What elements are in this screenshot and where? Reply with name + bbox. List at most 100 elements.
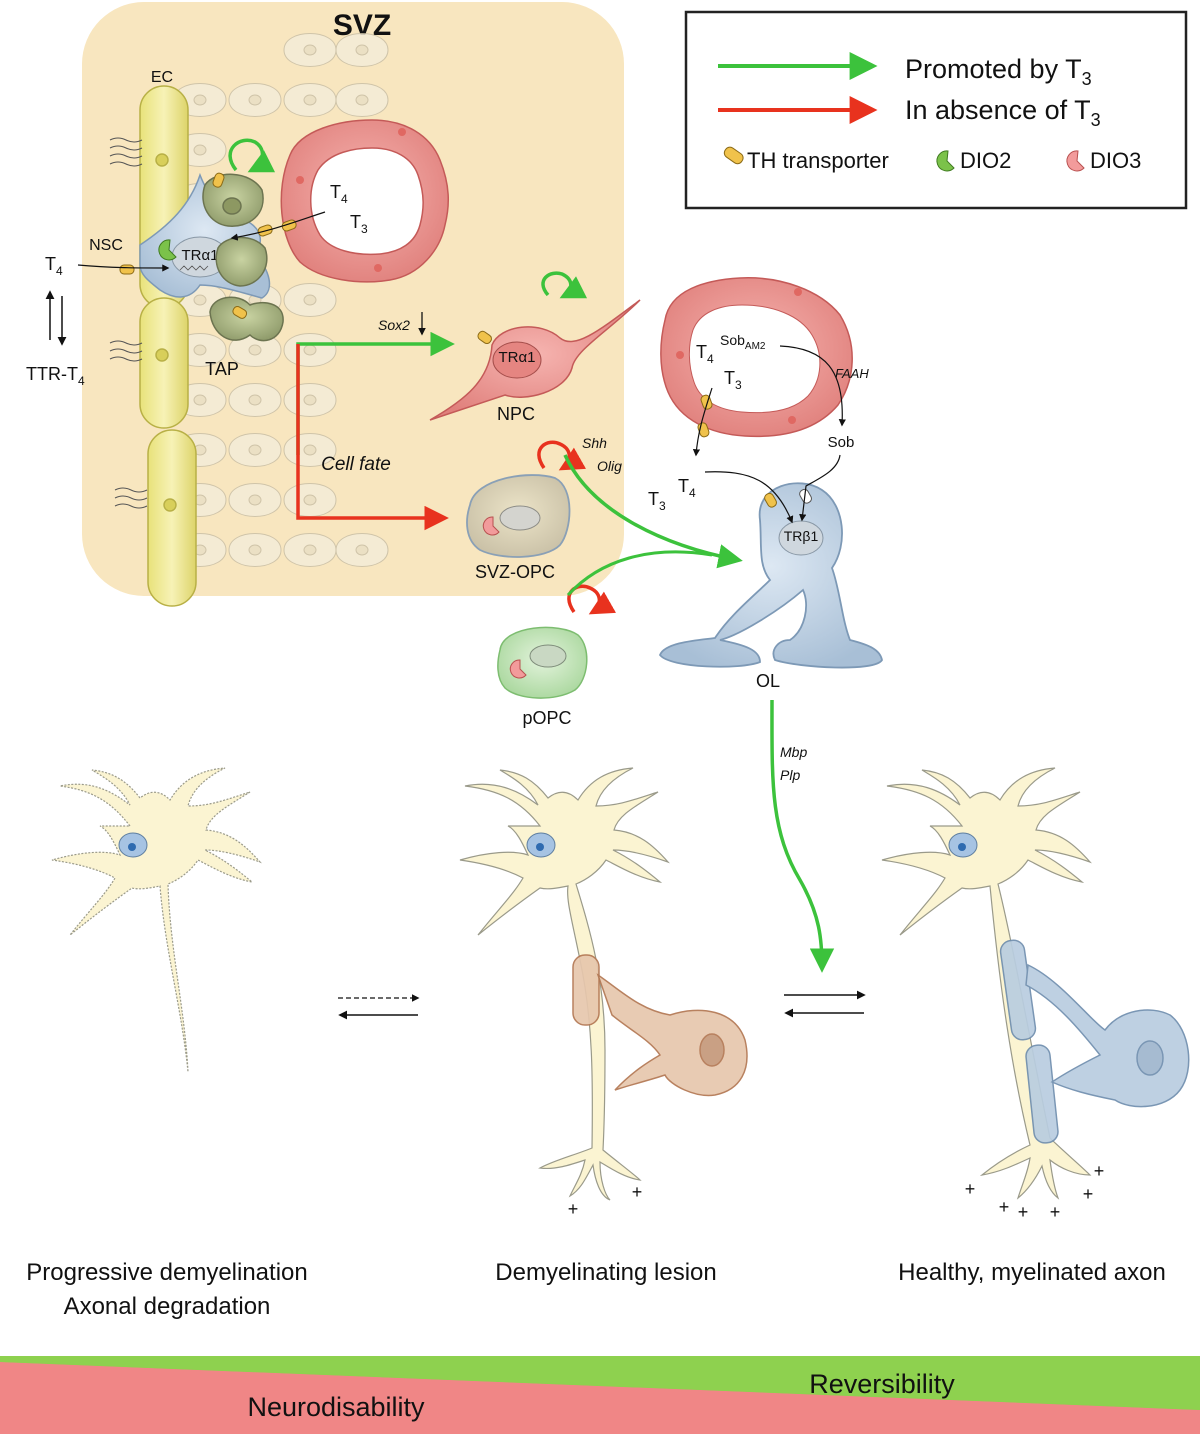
cilia <box>109 137 148 509</box>
ol-cell: TRβ1 T3 T4 OL <box>648 454 883 691</box>
svg-text:+: + <box>1094 1161 1105 1181</box>
background-cell-nucleus <box>355 94 369 106</box>
equilibrium-right <box>784 990 866 1018</box>
background-cell-nucleus <box>355 544 369 556</box>
svg-text:+: + <box>632 1182 643 1202</box>
npc-label: NPC <box>497 404 535 424</box>
myelination-arrow <box>770 699 835 973</box>
background-cell-nucleus <box>303 44 317 56</box>
caption-lesion: Demyelinating lesion <box>495 1259 716 1286</box>
neuron-healthy <box>881 767 1092 1200</box>
background-cell-nucleus <box>303 444 317 456</box>
plp-label: Plp <box>780 767 800 783</box>
background-cell-nucleus <box>303 294 317 306</box>
svz-opc-label: SVZ-OPC <box>475 562 555 582</box>
popc-proliferation-arrow <box>567 584 617 615</box>
caption-axonal: Axonal degradation <box>64 1293 271 1320</box>
legend-dio2-label: DIO2 <box>960 148 1011 173</box>
svz-t4-label: T4 <box>330 182 348 206</box>
caption-progressive: Progressive demyelination <box>26 1259 307 1286</box>
damaged-oligodendrocyte <box>572 954 748 1097</box>
ec-label: EC <box>151 69 173 86</box>
reversibility-label: Reversibility <box>809 1369 955 1399</box>
nsc-tra1-label: TRα1 <box>181 247 218 264</box>
background-cell-nucleus <box>248 344 262 356</box>
equilibrium-left <box>338 994 420 1020</box>
reversibility-bar: Neurodisability Reversibility <box>0 1356 1200 1434</box>
background-cell-nucleus <box>355 44 369 56</box>
background-cell-nucleus <box>248 494 262 506</box>
background-cell-nucleus <box>303 494 317 506</box>
legend-absence-label: In absence of T3 <box>905 95 1101 130</box>
ol-t3-label: T3 <box>648 489 666 513</box>
dio2-icon <box>158 239 177 261</box>
blood-vessel-ol: SobAM2 T4 T3 FAAH Sob <box>660 277 869 457</box>
synapse-plus-signs: + + + + + + + + <box>568 1161 1105 1222</box>
neurodisability-label: Neurodisability <box>247 1392 425 1422</box>
cell-fate-arrow-red <box>296 344 449 531</box>
legend-dio3-label: DIO3 <box>1090 148 1141 173</box>
npc-proliferation-arrow <box>541 271 588 299</box>
svg-text:+: + <box>1018 1202 1029 1222</box>
background-cell-nucleus <box>303 394 317 406</box>
background-cell-nucleus <box>248 94 262 106</box>
caption-healthy: Healthy, myelinated axon <box>898 1259 1166 1286</box>
background-cell-nucleus <box>193 94 207 106</box>
background-cell-nucleus <box>193 344 207 356</box>
svz-opc-cell: SVZ-OPC Shh Olig <box>466 435 622 582</box>
background-cell-nucleus <box>303 344 317 356</box>
popc-cell: pOPC <box>497 584 617 728</box>
background-cell-nucleus <box>248 444 262 456</box>
background-cell-nucleus <box>193 144 207 156</box>
npc-transporter <box>477 330 492 345</box>
ttr-t4-label: TTR-T4 <box>26 364 85 388</box>
background-cell-nucleus <box>248 544 262 556</box>
olig-label: Olig <box>597 458 622 474</box>
svg-text:+: + <box>965 1179 976 1199</box>
myelinating-oligodendrocyte <box>999 939 1190 1144</box>
sob-to-ol-arrow <box>799 454 841 522</box>
t4-entry-arrow <box>77 264 170 272</box>
shh-label: Shh <box>582 435 607 451</box>
vessel2-t3-label: T3 <box>724 368 742 392</box>
svg-text:+: + <box>999 1197 1010 1217</box>
legend-dio3-icon <box>1066 150 1085 172</box>
svg-text:+: + <box>568 1199 579 1219</box>
ol-label: OL <box>756 671 780 691</box>
ependymal-cells <box>139 85 197 607</box>
t3-exit-arrow <box>692 387 713 457</box>
faah-arrow <box>779 345 846 427</box>
npc-cell: TRα1 NPC <box>429 271 641 424</box>
background-cell-nucleus <box>303 94 317 106</box>
neuron-degenerating <box>51 767 262 1073</box>
legend-dio2-icon <box>936 150 955 172</box>
cell-fate-label: Cell fate <box>321 454 391 475</box>
legend-promoted-label: Promoted by T3 <box>905 54 1092 89</box>
background-cell-nucleus <box>303 544 317 556</box>
popc-to-ol-arrow <box>566 550 713 597</box>
tap-label: TAP <box>205 359 239 379</box>
sox2-label: Sox2 <box>378 317 410 333</box>
popc-label: pOPC <box>522 708 571 728</box>
ol-t4-label: T4 <box>678 476 696 500</box>
sob-am2-label: SobAM2 <box>720 332 766 352</box>
proliferation-arrow-green <box>228 138 276 173</box>
background-cell-nucleus <box>193 394 207 406</box>
npc-tra1-label: TRα1 <box>498 349 535 366</box>
background-cell-nucleus <box>193 294 207 306</box>
mbp-label: Mbp <box>780 744 807 760</box>
legend-transporter-label: TH transporter <box>747 148 889 173</box>
sob-label: Sob <box>828 434 855 451</box>
svz-t3-label: T3 <box>350 212 368 236</box>
svg-text:+: + <box>1050 1202 1061 1222</box>
ol-trb1-label: TRβ1 <box>784 528 819 544</box>
neuron-lesion <box>459 767 670 1201</box>
t4-to-ol-arrow <box>704 471 794 524</box>
legend: Promoted by T3 In absence of T3 TH trans… <box>684 10 1188 210</box>
t3-entry-arrow <box>230 211 326 241</box>
svz-panel: SVZ EC TRα1 NSC <box>26 2 624 607</box>
nsc-label: NSC <box>89 237 123 254</box>
th-transporter-icon <box>723 146 744 165</box>
vessel2-t4-label: T4 <box>696 342 714 366</box>
